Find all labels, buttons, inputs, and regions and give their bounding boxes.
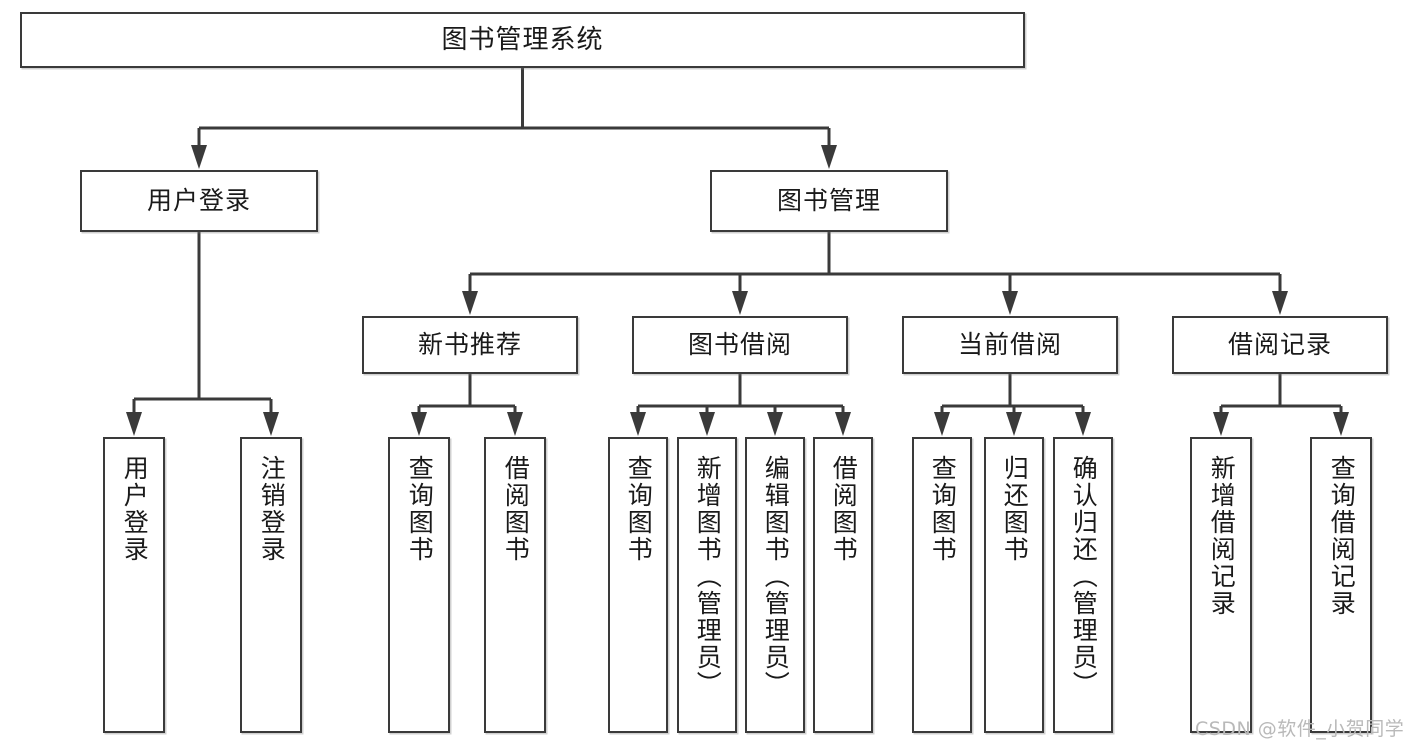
node-book-manage[interactable]: 图书管理 — [710, 170, 948, 232]
node-root[interactable]: 图书管理系统 — [20, 12, 1025, 68]
edge-arrowhead — [1333, 412, 1349, 436]
node-leaf-query-book-rec[interactable]: 查询图书 — [388, 437, 450, 733]
node-leaf-query-book-current[interactable]: 查询图书 — [912, 437, 972, 733]
node-label: 查询图书 — [624, 455, 654, 563]
edge-arrowhead — [767, 412, 783, 436]
edge-arrowhead — [507, 412, 523, 436]
node-leaf-borrow-book[interactable]: 借阅图书 — [813, 437, 873, 733]
node-current-borrow[interactable]: 当前借阅 — [902, 316, 1118, 374]
node-borrow-record[interactable]: 借阅记录 — [1172, 316, 1388, 374]
node-label: 查询借阅记录 — [1327, 455, 1357, 617]
node-label: 用户登录 — [120, 455, 150, 563]
node-new-book-recommend[interactable]: 新书推荐 — [362, 316, 578, 374]
node-label: 当前借阅 — [957, 330, 1062, 360]
node-leaf-query-book-borrow[interactable]: 查询图书 — [608, 437, 668, 733]
node-label: 图书管理系统 — [441, 24, 604, 55]
node-leaf-add-record[interactable]: 新增借阅记录 — [1190, 437, 1252, 733]
node-label: 确认归还（管理员） — [1069, 455, 1099, 698]
edge-arrowhead — [934, 412, 950, 436]
node-label: 注销登录 — [257, 455, 287, 563]
edge-arrowhead — [1272, 291, 1288, 315]
edge-arrowhead — [835, 412, 851, 436]
node-leaf-logout[interactable]: 注销登录 — [240, 437, 302, 733]
edge-arrowhead — [1213, 412, 1229, 436]
node-label: 图书借阅 — [687, 330, 792, 360]
edge-arrowhead — [821, 145, 837, 169]
edge-arrowhead — [1006, 412, 1022, 436]
node-label: 新书推荐 — [417, 330, 522, 360]
edge-arrowhead — [1002, 291, 1018, 315]
edge-arrowhead — [1075, 412, 1091, 436]
edge-arrowhead — [411, 412, 427, 436]
node-label: 用户登录 — [146, 186, 251, 216]
edge-arrowhead — [462, 291, 478, 315]
csdn-watermark: CSDN @软件_小贺同学 — [1195, 718, 1405, 740]
node-book-borrow[interactable]: 图书借阅 — [632, 316, 848, 374]
node-label: 查询图书 — [928, 455, 958, 563]
node-label: 编辑图书（管理员） — [761, 455, 791, 698]
node-leaf-return-book[interactable]: 归还图书 — [984, 437, 1044, 733]
node-label: 借阅图书 — [501, 455, 531, 563]
node-label: 新增图书（管理员） — [693, 455, 723, 698]
node-label: 新增借阅记录 — [1207, 455, 1237, 617]
node-label: 借阅图书 — [829, 455, 859, 563]
node-leaf-confirm-return[interactable]: 确认归还（管理员） — [1053, 437, 1113, 733]
edge-arrowhead — [699, 412, 715, 436]
edge-arrowhead — [191, 145, 207, 169]
node-label: 查询图书 — [405, 455, 435, 563]
node-label: 借阅记录 — [1227, 330, 1332, 360]
edge-arrowhead — [630, 412, 646, 436]
node-leaf-query-record[interactable]: 查询借阅记录 — [1310, 437, 1372, 733]
node-label: 归还图书 — [1000, 455, 1030, 563]
edge-arrowhead — [263, 412, 279, 436]
node-leaf-edit-book[interactable]: 编辑图书（管理员） — [745, 437, 805, 733]
edge-arrowhead — [732, 291, 748, 315]
node-leaf-add-book[interactable]: 新增图书（管理员） — [677, 437, 737, 733]
node-user-login[interactable]: 用户登录 — [80, 170, 318, 232]
node-leaf-borrow-book-rec[interactable]: 借阅图书 — [484, 437, 546, 733]
edge-arrowhead — [126, 412, 142, 436]
node-leaf-user-login[interactable]: 用户登录 — [103, 437, 165, 733]
node-label: 图书管理 — [776, 186, 881, 216]
